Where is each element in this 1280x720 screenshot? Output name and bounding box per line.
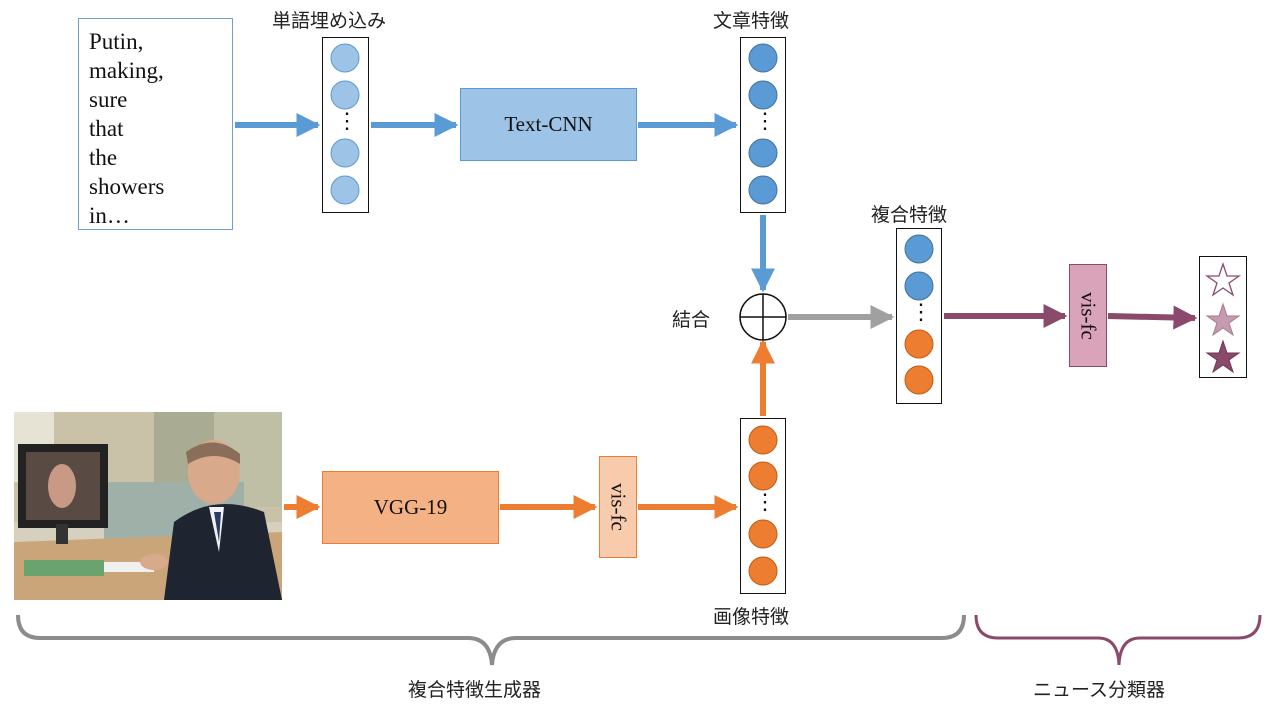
classifier-label: ニュース分類器 bbox=[1033, 679, 1166, 701]
embedding-dots: ⋮ bbox=[336, 108, 358, 133]
classifier-vis-fc-box: vis-fc bbox=[1069, 264, 1107, 367]
input-text-line: the bbox=[89, 145, 118, 170]
news-photo bbox=[14, 412, 282, 600]
arrow-visfc-to-output bbox=[1107, 305, 1198, 330]
input-text-box: Putin, making, sure that the showers in… bbox=[78, 18, 233, 230]
combined-dots: ⋮ bbox=[910, 299, 932, 324]
combined-feature-circles bbox=[904, 234, 934, 395]
image-vis-fc-box: vis-fc bbox=[599, 456, 637, 558]
classifier-vis-fc-label: vis-fc bbox=[1076, 291, 1101, 340]
text-cnn-box: Text-CNN bbox=[460, 88, 637, 161]
star-dark-icon bbox=[1205, 339, 1241, 374]
generator-label: 複合特徴生成器 bbox=[408, 679, 542, 701]
word-embedding-label: 単語埋め込み bbox=[272, 10, 387, 32]
word-embedding-circles bbox=[330, 43, 360, 205]
vgg19-box: VGG-19 bbox=[322, 471, 499, 544]
image-dots: ⋮ bbox=[754, 489, 776, 514]
star-outline-icon bbox=[1204, 261, 1242, 297]
input-text-line: sure bbox=[89, 87, 128, 112]
concat-symbol bbox=[739, 293, 787, 341]
input-text-line: Putin, bbox=[89, 29, 144, 54]
image-feature-circles bbox=[748, 425, 778, 586]
generator-brace bbox=[16, 614, 966, 666]
concat-label: 結合 bbox=[672, 309, 711, 331]
photo-icon bbox=[14, 412, 282, 600]
sentence-feature-label: 文章特徴 bbox=[713, 10, 790, 32]
input-text-line: making, bbox=[89, 58, 164, 83]
input-text-line: that bbox=[89, 116, 124, 141]
image-vis-fc-label: vis-fc bbox=[606, 483, 631, 531]
star-light-icon bbox=[1205, 302, 1241, 337]
image-feature-label: 画像特徴 bbox=[713, 606, 790, 628]
combined-feature-label: 複合特徴 bbox=[871, 204, 948, 226]
classifier-brace bbox=[974, 614, 1262, 666]
input-text-line: showers bbox=[89, 174, 165, 199]
input-text-line: in… bbox=[89, 203, 130, 228]
output-stars bbox=[1204, 261, 1242, 374]
sentence-feature-circles bbox=[748, 43, 778, 205]
sentence-dots: ⋮ bbox=[754, 108, 776, 133]
